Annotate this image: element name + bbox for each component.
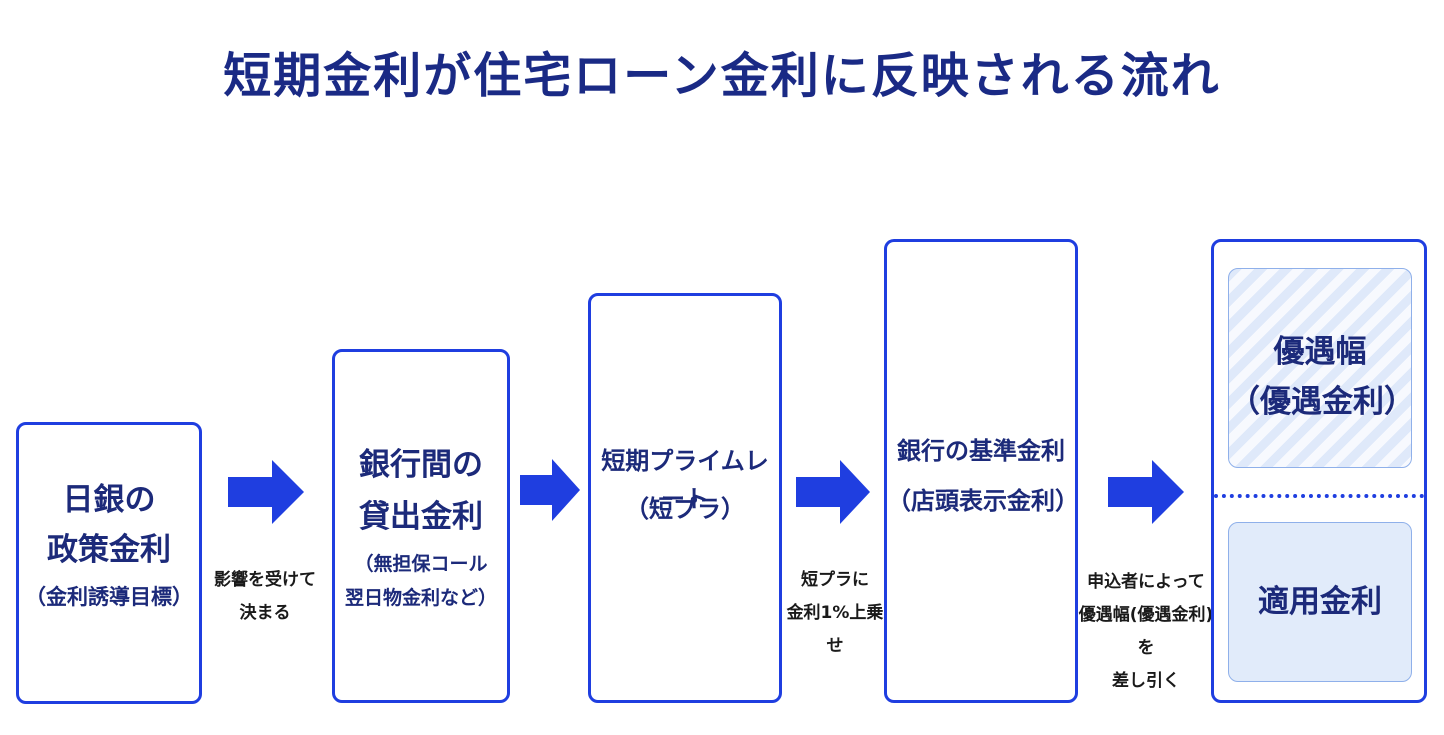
step-2-sub-1: （無担保コール [354, 553, 488, 575]
right-arrow-icon [228, 460, 304, 524]
note-2-line-1: 短プラに [801, 570, 869, 590]
step-3-line-1: 短期プライムレート [601, 447, 769, 513]
step-bank-base-rate: 銀行の基準金利 （店頭表示金利） [884, 239, 1079, 703]
step-5-upper-line-2: （優遇金利） [1229, 384, 1415, 420]
note-discount: 申込者によって 優遇幅(優遇金利)を 差し引く [1076, 566, 1216, 698]
step-short-prime-rate: 短期プライムレート （短プラ） [588, 293, 782, 703]
note-influenced: 影響を受けて 決まる [205, 564, 325, 630]
step-1-line-2: 政策金利 [47, 532, 171, 568]
step-policy-rate: 日銀の 政策金利 （金利誘導目標） [16, 422, 202, 704]
note-1-line-1: 影響を受けて [214, 570, 316, 590]
applied-rate-section: 適用金利 [1228, 522, 1412, 682]
step-3-sub: （短プラ） [625, 495, 745, 523]
note-2-line-2: 金利1%上乗せ [786, 603, 884, 656]
step-4-line-1: 銀行の基準金利 [897, 437, 1065, 465]
discount-section: 優遇幅 （優遇金利） [1228, 268, 1415, 468]
right-arrow-icon [796, 460, 870, 524]
step-2-sub-2: 翌日物金利など） [344, 587, 497, 609]
step-2-line-1: 銀行間の [359, 447, 483, 483]
note-3-line-3: 差し引く [1112, 671, 1180, 691]
step-5-lower: 適用金利 [1258, 584, 1382, 620]
note-1-line-2: 決まる [239, 603, 291, 623]
step-1-line-1: 日銀の [62, 482, 156, 518]
step-interbank-rate: 銀行間の 貸出金利 （無担保コール 翌日物金利など） [332, 349, 510, 703]
note-markup: 短プラに 金利1%上乗せ [780, 564, 890, 663]
step-5-upper-line-1: 優遇幅 [1273, 334, 1367, 370]
note-3-line-1: 申込者によって [1087, 572, 1205, 592]
right-arrow-icon [1108, 460, 1184, 524]
right-arrow-icon [520, 459, 580, 521]
step-4-sub: （店頭表示金利） [887, 487, 1079, 515]
note-3-line-2: 優遇幅(優遇金利)を [1078, 605, 1214, 658]
step-1-sub: （金利誘導目標） [25, 585, 193, 609]
dotted-divider [1214, 494, 1424, 498]
step-2-line-2: 貸出金利 [359, 499, 483, 535]
diagram-title: 短期金利が住宅ローン金利に反映される流れ [223, 48, 1221, 104]
